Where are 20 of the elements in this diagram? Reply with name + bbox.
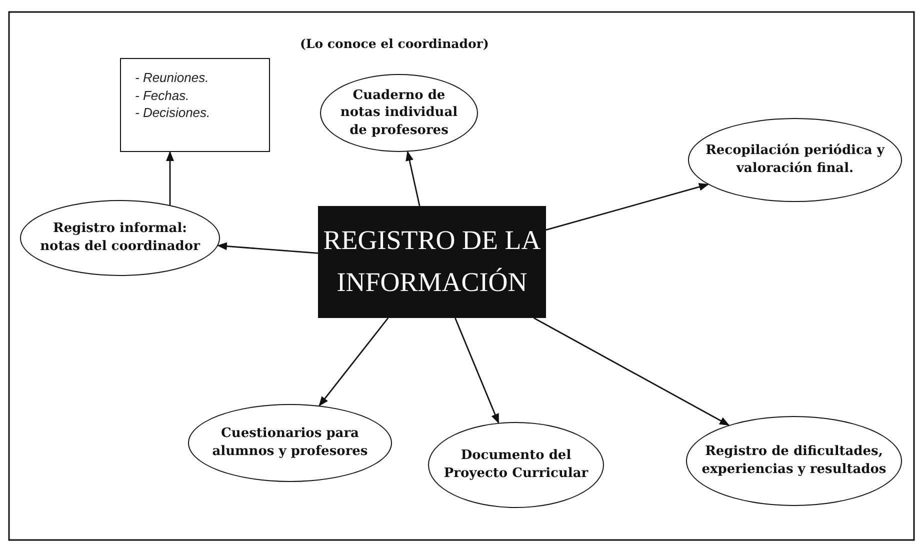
node-label: Registro informal: notas del coordinador xyxy=(39,220,202,256)
note-text: (Lo conoce el coordinador) xyxy=(300,36,489,51)
node-label: Documento del Proyecto Curricular xyxy=(442,447,590,483)
arrow xyxy=(534,317,730,426)
arrow xyxy=(318,318,389,406)
node-label: Cuestionarios para alumnos y profesores xyxy=(211,425,369,461)
arrow xyxy=(166,151,174,206)
note-box xyxy=(120,58,270,152)
list-item: - Fechas. xyxy=(135,86,190,104)
node-label: Registro de dificultades, experiencias y resultados xyxy=(700,443,888,479)
arrow xyxy=(406,150,420,206)
arrow xyxy=(546,183,709,231)
title-box xyxy=(318,206,546,318)
arrow xyxy=(217,242,318,254)
node-label: Recopilación periódica y valoración final. xyxy=(704,142,886,178)
list-item: - Reuniones. xyxy=(135,69,209,87)
list-item: - Decisiones. xyxy=(135,104,210,122)
node-label: REGISTRO DE LA INFORMACIÓN xyxy=(322,224,542,299)
node-label: Cuaderno de notas individual de profesores xyxy=(339,86,459,140)
arrow xyxy=(454,318,500,424)
